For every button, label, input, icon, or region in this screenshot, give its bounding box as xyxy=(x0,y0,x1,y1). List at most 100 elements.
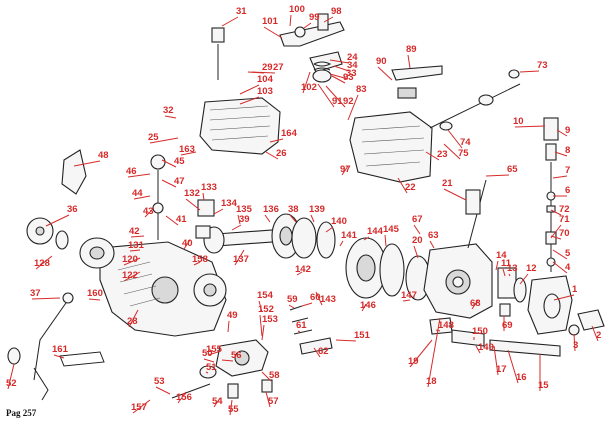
callout-leader-46 xyxy=(127,173,151,178)
callout-leader-153 xyxy=(261,324,265,341)
callout-leader-24 xyxy=(329,59,350,64)
callout-24: 24 xyxy=(347,52,358,63)
callout-5: 5 xyxy=(565,248,571,259)
callout-leader-50 xyxy=(203,358,215,363)
callout-91: 91 xyxy=(332,96,343,107)
nut-54 xyxy=(227,383,239,399)
callout-leader-59 xyxy=(288,304,295,309)
callout-12: 12 xyxy=(526,263,537,274)
seal-12 xyxy=(513,277,527,303)
callout-6: 6 xyxy=(565,185,570,196)
callout-leader-160 xyxy=(88,298,101,301)
cap-52 xyxy=(7,347,21,365)
callout-leader-72 xyxy=(550,209,562,216)
callout-48: 48 xyxy=(98,150,109,161)
callout-leader-102 xyxy=(302,71,311,94)
callout-152: 152 xyxy=(258,304,274,315)
callout-32: 32 xyxy=(163,105,174,116)
callout-50: 50 xyxy=(202,348,213,359)
callout-62: 62 xyxy=(318,346,329,357)
callout-leader-62 xyxy=(313,347,321,358)
callout-18: 18 xyxy=(426,376,437,387)
nozzle-15 xyxy=(489,339,561,357)
spacer-69 xyxy=(499,303,511,317)
ring-73 xyxy=(508,69,520,79)
callout-leader-128 xyxy=(35,255,53,270)
callout-leader-98 xyxy=(323,16,334,23)
flange-hub xyxy=(203,283,217,297)
callout-leader-142 xyxy=(296,271,303,276)
ring-140 xyxy=(316,221,336,259)
callout-135: 135 xyxy=(236,204,253,215)
sleeve-150 xyxy=(451,329,485,347)
callout-leader-32 xyxy=(164,115,177,119)
callout-leader-157 xyxy=(132,399,151,414)
callout-leader-25 xyxy=(149,137,179,144)
callout-34: 34 xyxy=(347,60,358,71)
callout-leader-47 xyxy=(161,179,177,188)
callout-leader-20 xyxy=(413,245,419,259)
callout-leader-151 xyxy=(335,339,357,342)
callout-leader-83 xyxy=(347,94,359,121)
governor-cover xyxy=(199,97,281,155)
callout-leader-75 xyxy=(443,143,461,160)
callout-47: 47 xyxy=(174,176,185,187)
screw-148 xyxy=(429,317,453,335)
callout-122: 122 xyxy=(122,270,138,281)
callout-leader-131 xyxy=(129,249,141,252)
callout-56: 56 xyxy=(231,350,242,361)
callout-53: 53 xyxy=(154,376,165,387)
callout-leader-37 xyxy=(31,297,61,300)
callout-70: 70 xyxy=(559,228,570,239)
callout-leader-7 xyxy=(552,175,568,179)
callout-146: 146 xyxy=(360,300,376,311)
cam-ring-hub xyxy=(356,254,376,282)
callout-143: 143 xyxy=(320,294,336,305)
callout-leader-28 xyxy=(128,309,139,328)
callout-104: 104 xyxy=(257,74,274,85)
callout-17: 17 xyxy=(496,364,507,375)
callout-120: 120 xyxy=(122,254,138,265)
callout-leader-68 xyxy=(471,299,479,310)
callout-75: 75 xyxy=(458,148,469,159)
callout-leader-8 xyxy=(554,151,568,157)
callout-19: 19 xyxy=(408,356,419,367)
callout-leader-26 xyxy=(265,151,279,160)
callout-leader-92 xyxy=(325,85,346,108)
callout-leader-34 xyxy=(333,65,350,72)
callout-leader-91 xyxy=(317,83,335,108)
callout-leader-132 xyxy=(185,198,201,211)
callout-43: 43 xyxy=(143,206,154,217)
callout-132: 132 xyxy=(184,188,200,199)
callout-72: 72 xyxy=(559,204,570,215)
callout-leader-122 xyxy=(123,271,141,282)
callout-leader-158 xyxy=(193,261,201,266)
governor-hub xyxy=(234,350,250,366)
callout-leader-44 xyxy=(133,195,151,200)
callout-11: 11 xyxy=(501,258,512,269)
callout-153: 153 xyxy=(262,314,278,325)
callout-67: 67 xyxy=(412,214,423,225)
callout-leader-52 xyxy=(7,363,15,390)
callout-1: 1 xyxy=(572,284,578,295)
callout-9: 9 xyxy=(565,125,570,136)
callout-68: 68 xyxy=(470,298,481,309)
callout-148: 148 xyxy=(438,320,454,331)
page-number: Pag 257 xyxy=(6,408,37,418)
part-36-center xyxy=(35,226,45,236)
callout-83: 83 xyxy=(356,84,367,95)
callout-103: 103 xyxy=(257,86,273,97)
callout-leader-13 xyxy=(508,273,511,277)
drive-flange-hub xyxy=(89,246,105,260)
callout-164: 164 xyxy=(281,128,298,139)
callout-92: 92 xyxy=(343,96,354,107)
callout-102: 102 xyxy=(301,82,317,93)
callout-leader-120 xyxy=(123,257,141,266)
callout-leader-71 xyxy=(550,224,562,239)
callout-61: 61 xyxy=(296,320,307,331)
callout-leader-163 xyxy=(180,151,197,156)
head-rotor xyxy=(452,276,464,288)
callout-74: 74 xyxy=(460,137,471,148)
callout-leader-45 xyxy=(161,159,177,168)
